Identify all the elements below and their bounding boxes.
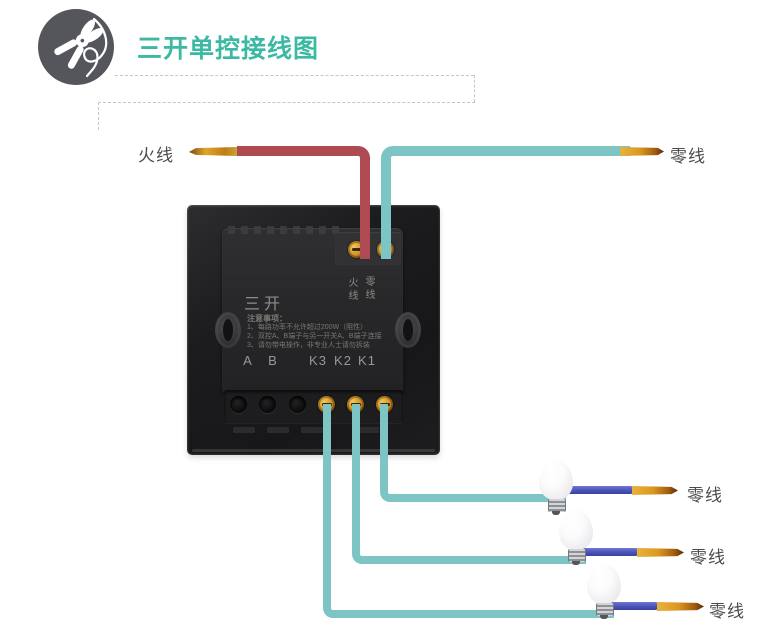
right-mounting-hole [395, 312, 421, 348]
dashed-connector-left [98, 102, 99, 130]
lamp2-neutral-label: 零线 [690, 548, 726, 567]
live-wire-copper-end [189, 147, 237, 156]
bulb-glass [587, 564, 621, 604]
bulb-screw-base [596, 603, 614, 616]
terminal-label-k1: K1 [358, 353, 376, 368]
bulb-glass [559, 510, 593, 550]
k3-lamp-wire [323, 404, 614, 618]
wire-cutters-icon [38, 9, 114, 85]
page-title: 三开单控接线图 [137, 35, 320, 63]
note-line: 3、请勿带电操作，非专业人士请勿拆装 [247, 341, 370, 349]
live-wire-label: 火线 [138, 146, 174, 165]
dashed-connector-top [115, 75, 474, 76]
lamp3-neutral-wire [606, 602, 657, 610]
mounting-slot [233, 427, 255, 433]
terminal-hole-spare [289, 396, 306, 413]
module-vent-notches [228, 226, 340, 234]
left-mounting-hole [215, 312, 241, 348]
bulb-contact-tip [552, 511, 560, 515]
switch-model-label: 三开 [244, 296, 285, 313]
terminal-label-a: A [243, 353, 253, 368]
panel-bottom-bevel [192, 449, 435, 452]
bulb-screw-base [568, 549, 586, 562]
lamp3-neutral-label: 零线 [709, 602, 745, 621]
bulb-contact-tip [572, 561, 580, 565]
lamp3-copper-end [657, 602, 704, 611]
note-line: 1、每路功率不允许超过200W（阻性） [247, 324, 368, 331]
lamp1-neutral-label: 零线 [687, 486, 723, 505]
lamp2-copper-end [637, 548, 684, 557]
note-line: 2、双控A、B端子与另一开关A、B端子连接 [247, 332, 382, 340]
terminal-label-k3: K3 [309, 353, 327, 368]
live-terminal-label: 火线 [346, 277, 357, 303]
bulb-glass [539, 460, 573, 500]
lamp1-copper-end [632, 486, 678, 495]
mounting-slot [357, 427, 379, 433]
terminal-label-b: B [268, 353, 278, 368]
lamp1-neutral-wire [558, 486, 632, 494]
live-wire [237, 146, 370, 259]
k2-lamp-wire [352, 404, 586, 564]
neutral-terminal-label: 零线 [363, 276, 374, 302]
dashed-connector-right [474, 75, 475, 102]
mounting-slot [301, 427, 323, 433]
neutral-wire-label: 零线 [670, 147, 706, 166]
bulb-contact-tip [600, 615, 608, 619]
lamp2-neutral-wire [578, 548, 637, 556]
bulb-screw-base [548, 499, 566, 512]
mounting-slot [267, 427, 289, 433]
light-bulb-3 [587, 564, 621, 620]
notes-title: 注意事项： [247, 314, 287, 323]
k1-lamp-wire [380, 404, 566, 502]
light-bulb-2 [559, 510, 593, 566]
terminal-hole-b [259, 396, 276, 413]
output-terminal-strip [224, 390, 403, 423]
neutral-wire [381, 146, 630, 259]
terminal-label-k2: K2 [334, 353, 352, 368]
terminal-hole-a [230, 396, 247, 413]
neutral-wire-copper-end [620, 147, 664, 156]
dashed-connector-middle [98, 102, 475, 103]
switch-notes: 注意事项： 1、每路功率不允许超过200W（阻性） 2、双控A、B端子与另一开关… [247, 314, 392, 350]
switch-back-panel: 火线 零线 三开 注意事项： 1、每路功率不允许超过200W（阻性） 2、双控A… [187, 205, 440, 455]
light-bulb-1 [539, 460, 573, 516]
